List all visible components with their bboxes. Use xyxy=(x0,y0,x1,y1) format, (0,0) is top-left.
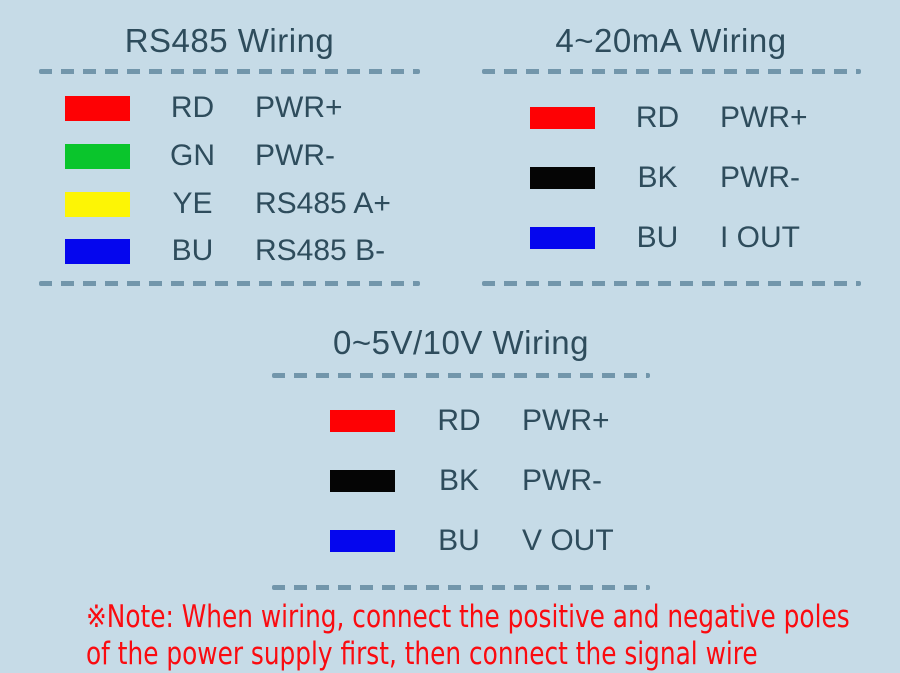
wire-signal-label: PWR+ xyxy=(522,404,610,437)
wire-row-4-20ma-bu: BU I OUT xyxy=(530,220,800,256)
green-wire-swatch xyxy=(65,143,130,169)
wire-row-rs485-rd: RD PWR+ xyxy=(65,90,343,126)
wire-row-rs485-ye: YE RS485 A+ xyxy=(65,186,391,222)
black-wire-swatch xyxy=(530,167,595,189)
section-title-0-5v-10v: 0~5V/10V Wiring xyxy=(332,324,590,361)
black-wire-swatch xyxy=(330,470,395,492)
wire-abbr-label: RD xyxy=(635,101,680,134)
dashed-divider-bottom-0-5v-10v xyxy=(272,585,650,590)
wire-abbr-label: BK xyxy=(438,464,480,497)
wire-abbr-label: RD xyxy=(437,404,481,437)
section-title-rs485: RS485 Wiring xyxy=(124,22,335,59)
blue-wire-swatch xyxy=(65,238,130,264)
wire-row-0-5v-bu: BU V OUT xyxy=(330,523,614,559)
wire-abbr-label: YE xyxy=(172,187,213,220)
wire-signal-label: PWR+ xyxy=(255,91,343,124)
wire-signal-label: RS485 A+ xyxy=(255,187,391,220)
wire-row-0-5v-bk: BK PWR- xyxy=(330,463,602,499)
wire-abbr-label: BK xyxy=(637,161,678,194)
wire-signal-label: PWR- xyxy=(720,161,800,194)
dashed-divider-top-0-5v-10v xyxy=(272,373,650,378)
section-title-4-20ma: 4~20mA Wiring xyxy=(555,22,787,59)
red-wire-swatch xyxy=(330,410,395,432)
dashed-divider-bottom-4-20ma xyxy=(482,281,861,286)
wire-abbr-label: RD xyxy=(170,91,215,124)
wire-signal-label: PWR- xyxy=(522,464,602,497)
red-wire-swatch xyxy=(65,95,130,121)
wire-row-rs485-bu: BU RS485 B- xyxy=(65,233,385,269)
wire-abbr-label: BU xyxy=(171,234,214,267)
wire-abbr-label: BU xyxy=(636,221,679,254)
wire-signal-label: RS485 B- xyxy=(255,234,386,267)
note-text-line2: of the power supply first, then connect … xyxy=(86,636,758,672)
wire-row-rs485-gn: GN PWR- xyxy=(65,138,335,174)
wire-signal-label: V OUT xyxy=(522,524,614,557)
wire-signal-label: I OUT xyxy=(720,221,800,254)
wire-row-0-5v-rd: RD PWR+ xyxy=(330,403,610,439)
wire-row-4-20ma-rd: RD PWR+ xyxy=(530,100,808,136)
note-text-line1: ※Note: When wiring, connect the positive… xyxy=(86,599,850,635)
dashed-divider-top-4-20ma xyxy=(482,69,861,74)
dashed-divider-top-rs485 xyxy=(39,69,420,74)
wire-signal-label: PWR+ xyxy=(720,101,808,134)
wire-abbr-label: BU xyxy=(438,524,480,557)
red-wire-swatch xyxy=(530,107,595,129)
dashed-divider-bottom-rs485 xyxy=(39,281,420,286)
wire-abbr-label: GN xyxy=(170,139,215,172)
blue-wire-swatch xyxy=(330,530,395,552)
wire-row-4-20ma-bk: BK PWR- xyxy=(530,160,800,196)
wire-signal-label: PWR- xyxy=(255,139,335,172)
blue-wire-swatch xyxy=(530,227,595,249)
yellow-wire-swatch xyxy=(65,191,130,217)
